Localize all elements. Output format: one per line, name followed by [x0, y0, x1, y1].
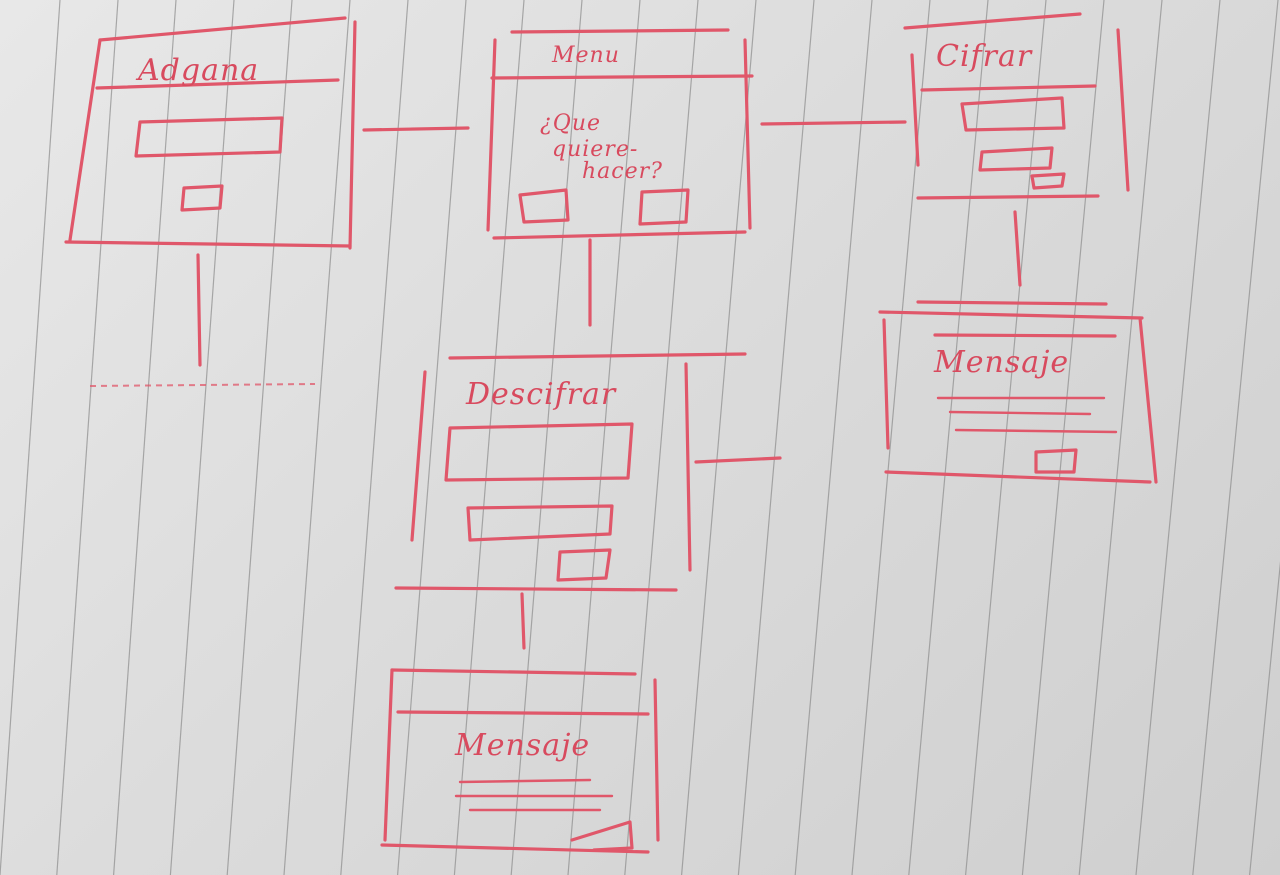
rule-line [397, 0, 467, 875]
encrypt-bottom-edge [916, 194, 1100, 200]
decrypt-bottom-edge [394, 586, 678, 592]
message-encrypt-bottom-edge [884, 470, 1152, 484]
message-decrypt-button [570, 820, 634, 852]
decrypt-top-edge [448, 352, 747, 360]
decrypt-screen: Descifrar [394, 352, 747, 592]
menu-header-divider [490, 74, 754, 80]
encrypt-key-field [978, 146, 1054, 172]
login-left-edge [68, 38, 102, 242]
login-bottom-edge [64, 240, 352, 248]
rule-line [0, 0, 61, 875]
encrypt-header-divider [920, 84, 1097, 92]
message-decrypt-right-edge [653, 678, 660, 842]
rule-line [681, 0, 757, 875]
rule-line [283, 0, 351, 875]
login-header-divider [95, 78, 340, 90]
menu-top-edge [510, 28, 730, 34]
message-encrypt-title: Mensaje [933, 345, 1069, 380]
encrypt-top-edge [903, 12, 1082, 30]
rule-line [510, 0, 583, 875]
connector-decrypt-message [520, 592, 526, 650]
decrypt-key-field [466, 504, 614, 542]
encrypt-button [1030, 172, 1066, 190]
menu-decrypt-button [638, 188, 690, 226]
rule-line [340, 0, 409, 875]
encrypt-right-edge [1116, 28, 1130, 192]
menu-right-edge [743, 38, 752, 230]
connector-menu-encrypt [760, 120, 907, 126]
login-input-field [134, 116, 284, 158]
message-decrypt-text-line-1 [458, 778, 592, 784]
message-decrypt-top-edge [390, 668, 637, 676]
rule-line [567, 0, 641, 875]
connectors [89, 120, 1022, 650]
rule-line [908, 0, 989, 875]
encrypt-title: Cifrar [936, 39, 1033, 74]
message-encrypt-text-line-3 [954, 428, 1118, 434]
rule-line [56, 0, 119, 875]
login-screen: Adgana [64, 16, 357, 250]
rule-line [1192, 0, 1279, 875]
message-encrypt-header-divider [933, 333, 1117, 338]
menu-question-line3: hacer? [582, 159, 663, 184]
connector-login-dashed [89, 383, 316, 387]
menu-question-line1: ¿Que [540, 111, 601, 136]
login-title: Adgana [135, 53, 259, 88]
rule-line [624, 0, 699, 875]
rule-line [1078, 0, 1163, 875]
connector-login-menu [362, 126, 470, 132]
connector-login-down [196, 253, 202, 367]
decrypt-input-field [444, 422, 634, 482]
message-decrypt-left-edge [383, 668, 394, 842]
rule-line [737, 0, 815, 875]
menu-left-edge [486, 38, 497, 232]
decrypt-right-edge [684, 362, 692, 572]
rule-line [169, 0, 235, 875]
menu-bottom-edge [492, 230, 747, 240]
login-top-edge [98, 16, 347, 42]
rule-line [965, 0, 1047, 875]
decrypt-title: Descifrar [465, 377, 617, 412]
rule-line [1021, 0, 1105, 875]
rule-line [1135, 0, 1221, 875]
encrypt-left-edge [910, 53, 920, 167]
message-decrypt-title: Mensaje [454, 728, 590, 763]
menu-question-line2: quiere- [552, 137, 638, 162]
encrypt-screen: Cifrar [903, 12, 1130, 200]
login-right-edge [348, 20, 357, 250]
message-encrypt-right-edge [1138, 316, 1158, 484]
connector-decrypt-side [694, 456, 782, 464]
menu-screen: Menu ¿Que quiere- hacer? [486, 28, 754, 240]
encrypt-input-field [960, 96, 1066, 132]
message-decrypt-screen: Mensaje [380, 668, 660, 854]
message-encrypt-left-edge [882, 318, 890, 450]
message-encrypt-top-edge [916, 300, 1108, 306]
message-decrypt-header-divider [396, 710, 650, 716]
message-encrypt-screen: Mensaje [878, 300, 1158, 484]
message-encrypt-text-line-2 [948, 410, 1092, 416]
menu-title: Menu [551, 43, 620, 68]
menu-encrypt-button [518, 188, 570, 224]
connector-encrypt-message [1013, 210, 1022, 287]
rule-line [453, 0, 525, 875]
rule-line [1249, 561, 1280, 875]
message-encrypt-top-edge-2 [878, 310, 1144, 320]
decrypt-button [556, 548, 612, 582]
message-encrypt-button [1034, 448, 1078, 474]
rule-line [794, 0, 873, 875]
decrypt-left-edge [410, 370, 427, 542]
rule-line [113, 0, 177, 875]
login-button [180, 184, 224, 212]
